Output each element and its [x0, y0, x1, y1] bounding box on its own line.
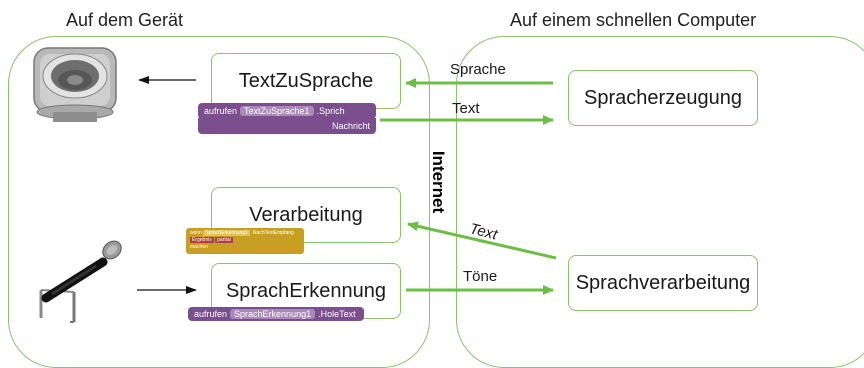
event-do: machen [190, 244, 208, 250]
arrow-text-in [407, 221, 557, 260]
recog-call-verb: aufrufen [194, 309, 228, 319]
recog-call-component: SprachErkennung1 [230, 309, 316, 319]
event-line3: machen [190, 244, 300, 251]
recog-call-method: .HoleText [318, 309, 356, 319]
diagram-connectors [33, 47, 557, 323]
label-toene: Töne [463, 268, 498, 285]
speech-generation-box: Spracherzeugung [568, 70, 758, 126]
tts-call-verb: aufrufen [204, 106, 238, 116]
event-line1: wenn SprachErkennung1 .NachTextEmpfang [190, 230, 300, 237]
event-param-partial: partial [215, 237, 233, 243]
computer-heading: Auf einem schnellen Computer [510, 10, 757, 30]
recog-call-block: aufrufen SprachErkennung1 .HoleText [188, 307, 364, 321]
tts-call-component: TextZuSprache1 [240, 106, 314, 116]
tts-call-param: Nachricht [331, 121, 370, 131]
internet-label: Internet [429, 150, 448, 214]
tts-call-method: .Sprich [316, 106, 345, 116]
event-param-ergebnis: Ergebnis [190, 237, 214, 243]
event-when: wenn [190, 230, 202, 236]
speaker-icon [33, 47, 117, 122]
event-block: wenn SprachErkennung1 .NachTextEmpfang E… [186, 228, 304, 254]
tts-box: TextZuSprache [211, 53, 401, 109]
tts-call-line2: Nachricht [198, 118, 376, 134]
speech-processing-box: Sprachverarbeitung [568, 255, 758, 311]
event-name: .NachTextEmpfang [251, 230, 294, 236]
event-line2: Ergebnis partial [190, 237, 300, 244]
event-component: SprachErkennung1 [203, 230, 251, 236]
tts-call-line1: aufrufen TextZuSprache1 .Sprich [198, 103, 376, 119]
device-heading: Auf dem Gerät [66, 10, 184, 30]
tts-call-block: aufrufen TextZuSprache1 .Sprich Nachrich… [198, 103, 376, 134]
label-text-out: Text [452, 100, 480, 117]
label-sprache: Sprache [450, 61, 506, 78]
microphone-icon [39, 240, 122, 323]
